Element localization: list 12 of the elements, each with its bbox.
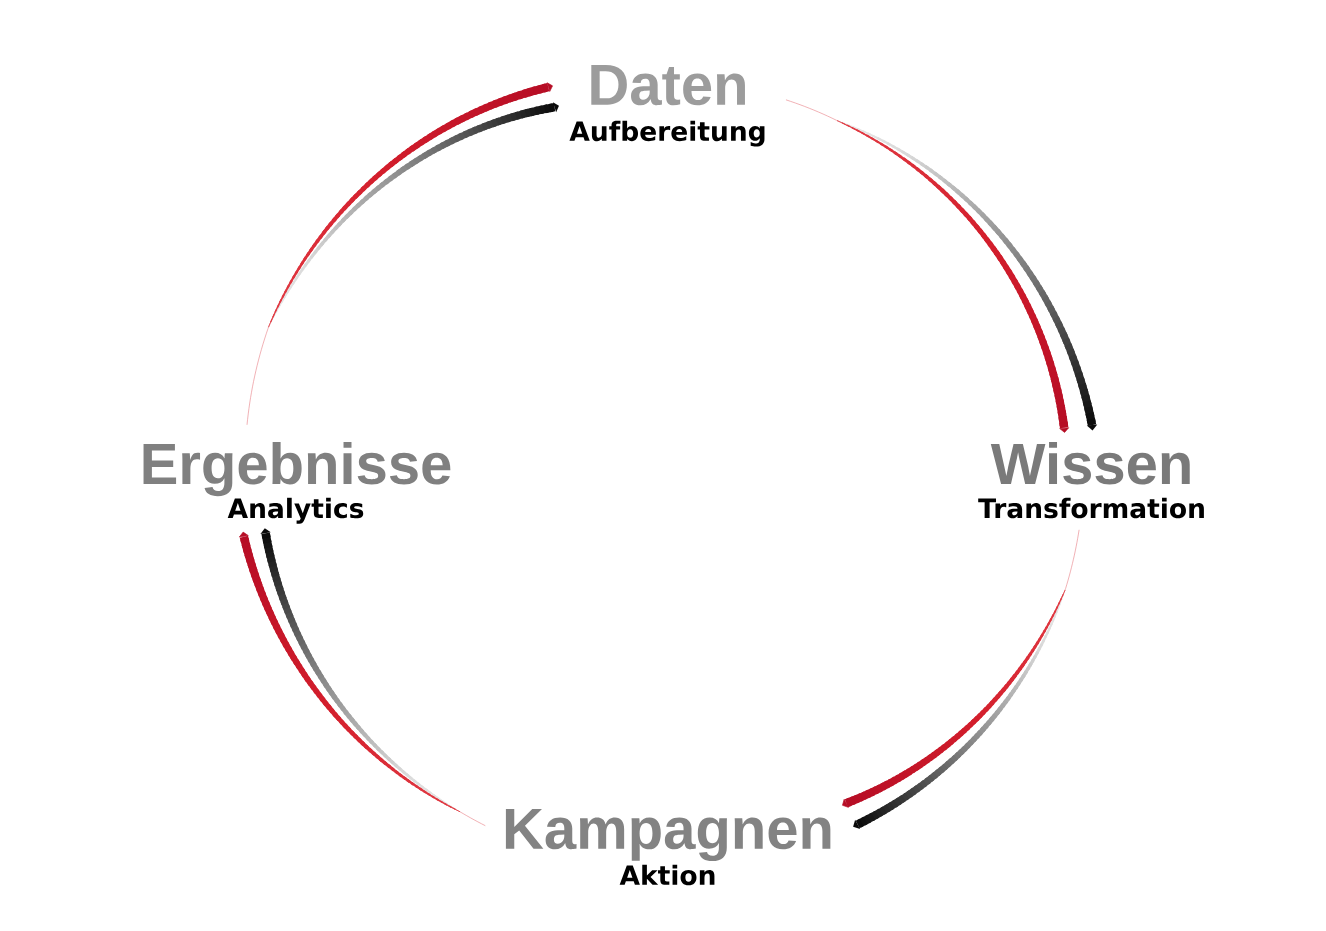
arrow bbox=[239, 528, 486, 826]
step-subtitle: Analytics bbox=[227, 497, 364, 524]
step-subtitle: Transformation bbox=[978, 497, 1204, 519]
step-title: Ergebnisse bbox=[143, 441, 451, 497]
step-subtitle: Aufbereitung bbox=[569, 120, 765, 147]
step-title: Wissen bbox=[990, 441, 1190, 485]
step-title: Kampagnen bbox=[505, 808, 831, 862]
step-subtitle: Aktion bbox=[619, 864, 715, 886]
arrow bbox=[785, 99, 1098, 433]
arrow bbox=[842, 529, 1080, 830]
step-title: Daten bbox=[591, 64, 745, 106]
arrow bbox=[246, 82, 559, 426]
